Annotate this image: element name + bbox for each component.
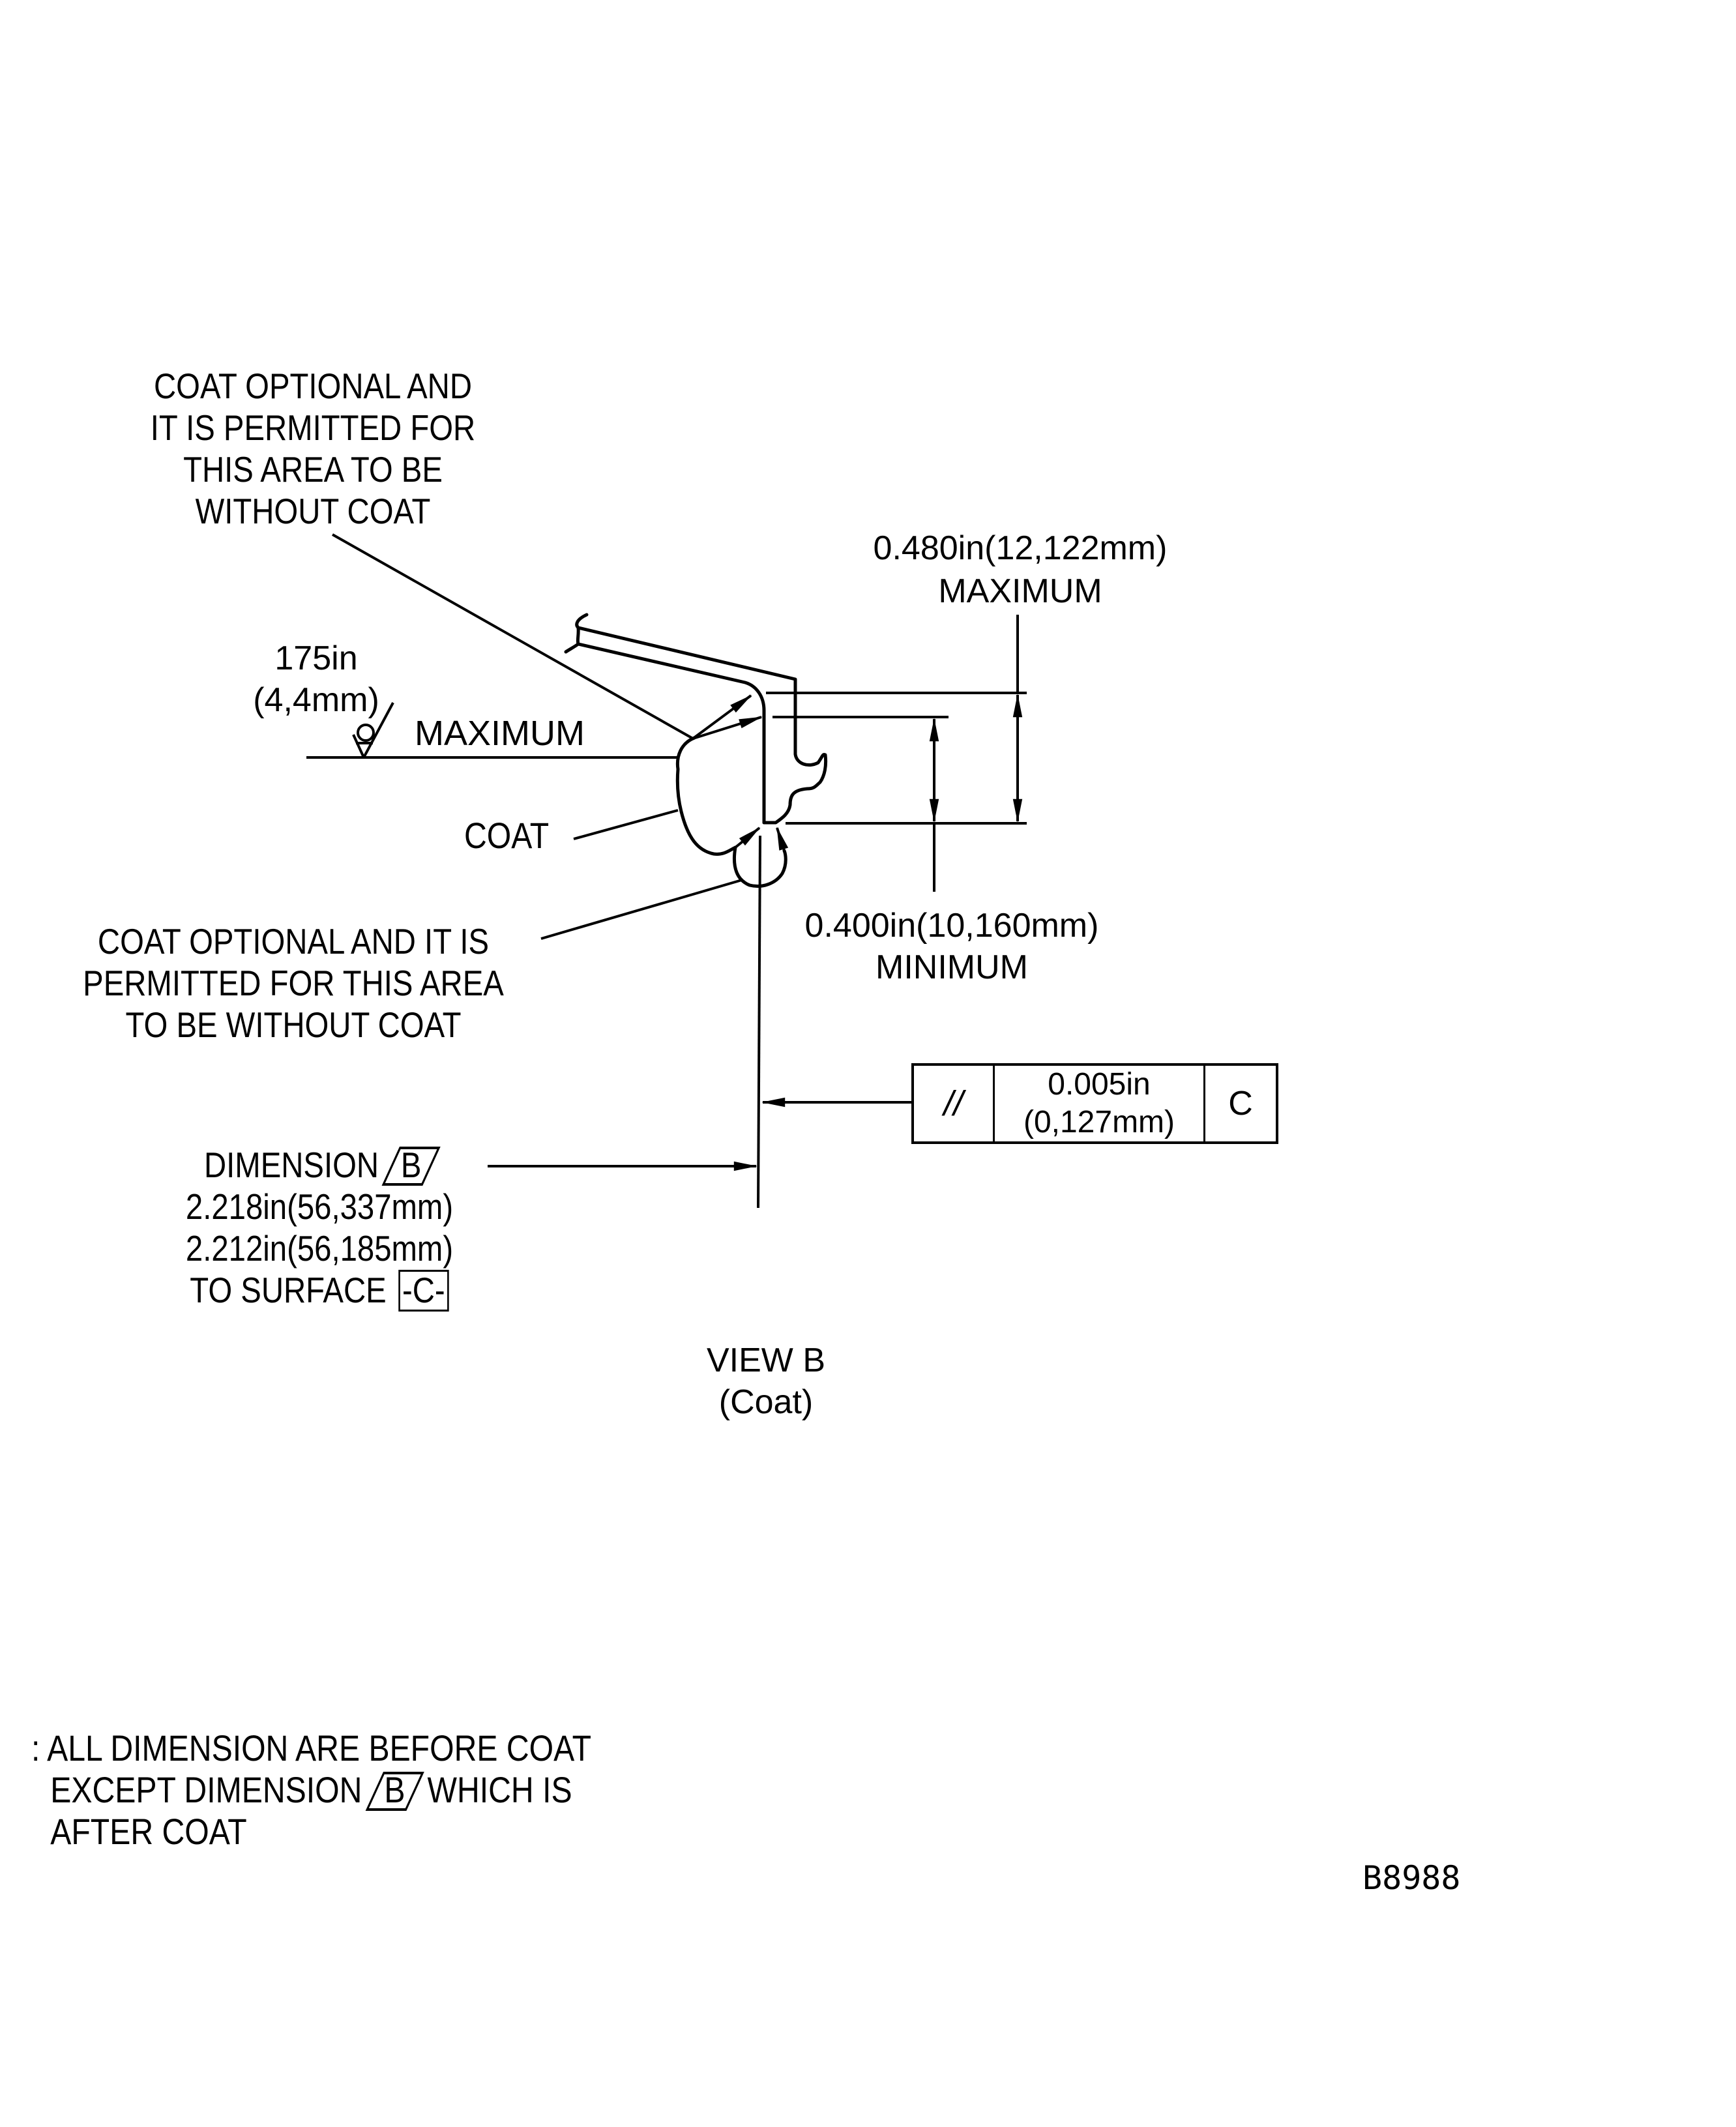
leader-coat [573,809,679,840]
part-inner-edge [576,642,766,825]
view-title: VIEW B (Coat) [706,1342,826,1421]
datum-c-box: -C- [398,1270,449,1312]
leader-top-note [332,533,694,740]
note-coat-optional-bottom: COAT OPTIONAL AND IT IS PERMITTED FOR TH… [83,921,504,1045]
leader-arrow-4 [776,827,789,851]
note-coat-optional-top: COAT OPTIONAL AND IT IS PERMITTED FOR TH… [150,366,476,531]
optional-area-outline [732,845,787,888]
fcf-datum: C [1228,1085,1253,1122]
feature-control-frame: // 0.005in (0,127mm) C [911,1063,1278,1144]
fcf-tolerance: 0.005in (0,127mm) [995,1066,1205,1141]
part-outer-edge [576,626,828,825]
coat-outline [675,736,737,856]
parallelism-symbol: // [914,1066,995,1141]
dimension-b-label: DIMENSION B 2.218in(56,337mm) 2.212in(56… [185,1144,454,1312]
finish-value-label: 175in (4,4mm) [253,639,379,719]
dimension-max-label: 0.480in(12,122mm) MAXIMUM [873,529,1168,610]
general-note: : ALL DIMENSION ARE BEFORE COAT EXCEPT D… [31,1727,592,1852]
leader-arrow-3 [734,827,761,849]
break-line [564,613,589,654]
leader-arrow-2 [692,716,763,740]
coat-label: COAT [464,815,550,856]
dimension-min-label: 0.400in(10,160mm) MINIMUM [804,907,1099,986]
leader-bottom-note [540,879,743,940]
surface-c-line [757,835,761,1209]
leader-arrow-1 [692,694,752,740]
drawing-number: B8988 [1362,1859,1461,1897]
surface-finish-symbol [352,702,394,758]
general-note-b-flag: B [365,1769,424,1811]
finish-qualifier: MAXIMUM [415,714,585,753]
dimension-b-flag: B [381,1144,441,1186]
